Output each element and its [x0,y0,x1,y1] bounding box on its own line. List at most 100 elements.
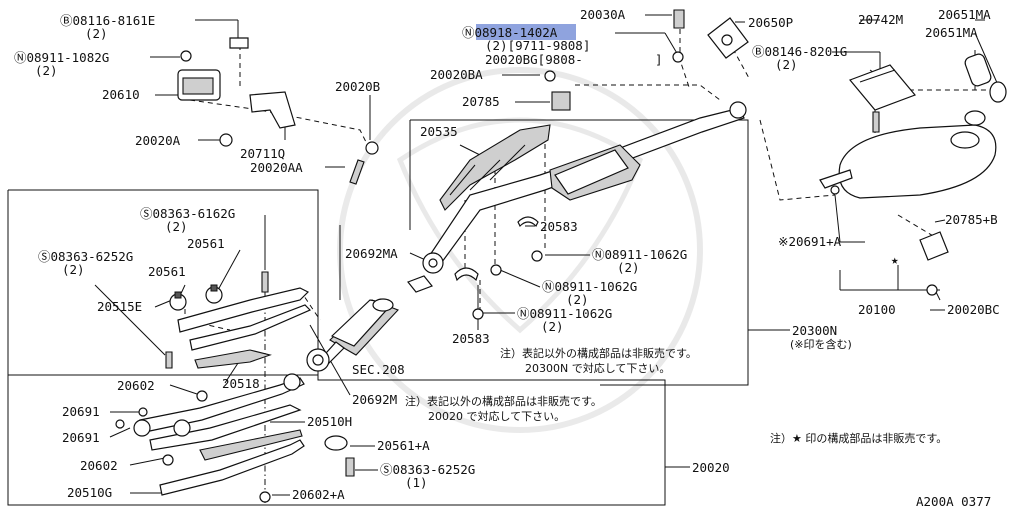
part-20020b-nut[interactable] [365,141,379,155]
label-n-08911-1082g-qty: (2) [35,63,58,78]
part-20692m-gasket[interactable] [306,348,330,372]
label-20602-b[interactable]: 20602 [80,458,118,473]
label-20785[interactable]: 20785 [462,94,500,109]
part-20020aa-stud[interactable] [349,159,365,185]
label-20742m[interactable]: 20742M [858,12,903,27]
part-20602-nut-a[interactable] [196,390,208,402]
part-20561-plus-a-sensor[interactable] [324,435,348,451]
label-20030a[interactable]: 20030A [580,7,626,22]
label-n-08911-1062g-a-qty: (2) [617,260,640,275]
diagram-code: A200A 0377 [916,494,991,509]
part-20692ma-gasket[interactable] [407,252,444,293]
part-20691-gasket-a[interactable] [138,407,148,417]
part-20515e-front-pipe[interactable] [177,287,312,369]
label-b-08116-8161e[interactable]: Ⓑ08116-8161E [60,13,155,28]
part-center-pipe-20300n[interactable] [429,101,747,263]
part-20691-gasket-b[interactable] [115,419,125,429]
part-20583-clamp-a[interactable] [517,216,539,228]
part-20030a-bolt[interactable] [673,9,685,29]
label-20561-b[interactable]: 20561 [187,236,225,251]
label-20510h[interactable]: 20510H [307,414,352,429]
part-20711q-bracket[interactable] [219,37,296,147]
label-20602-plus-a[interactable]: 20602+A [292,487,345,502]
label-20020ba[interactable]: 20020BA [430,67,483,82]
label-20510g[interactable]: 20510G [67,485,112,500]
label-20610[interactable]: 20610 [102,87,140,102]
part-20650p-hanger[interactable] [707,17,749,59]
label-20691-a[interactable]: 20691 [62,404,100,419]
part-20602-plus-a-nut[interactable] [259,491,271,503]
label-s-08363-6252g[interactable]: Ⓢ08363-6252G [38,249,133,264]
parts [115,9,1007,503]
label-20602-a[interactable]: 20602 [117,378,155,393]
label-n-08918-1402a[interactable]: Ⓝ08918-1402A [462,25,558,40]
label-20692ma[interactable]: 20692MA [345,246,398,261]
note-20300n-line1: 注）表記以外の構成部品は非販売です。 [500,346,697,360]
label-20518[interactable]: 20518 [222,376,260,391]
label-20583-b[interactable]: 20583 [452,331,490,346]
note-20020-line2: 20020 で対応して下さい。 [428,409,565,423]
part-20510g-lower-pipe[interactable] [159,429,305,496]
label-sec208[interactable]: SEC.208 [352,362,405,377]
part-20020bc-nut[interactable] [926,284,938,296]
part-20561-o2-sensor-b[interactable] [205,284,223,304]
part-20583-clamp-b[interactable] [454,267,479,282]
part-08918-1402a-nut[interactable] [672,51,684,63]
group-boxes [7,119,749,506]
part-20100-main-muffler[interactable] [819,110,997,199]
part-20602-nut-b[interactable] [162,454,174,466]
part-20691-plus-a-gasket[interactable] [830,185,840,195]
label-b-08146-qty: (2) [775,57,798,72]
part-nuts-08911-1062g[interactable] [472,250,543,320]
label-s-08363-6162g[interactable]: Ⓢ08363-6162G [140,206,235,221]
part-20610-hanger[interactable] [177,50,221,101]
part-08363-6252g-stud-b[interactable] [345,457,355,477]
part-studs-08363[interactable] [165,271,269,369]
part-catalyst-sec208[interactable] [317,298,399,367]
box-20300n [410,119,749,386]
label-20691-b[interactable]: 20691 [62,430,100,445]
label-20020aa[interactable]: 20020AA [250,160,303,175]
label-n-08911-1062g-c[interactable]: Ⓝ08911-1062G [517,306,612,321]
label-n-08911-1062g-c-qty: (2) [541,319,564,334]
part-20785-bracket[interactable] [551,91,571,111]
part-08146-8201g-bolt[interactable] [872,111,880,133]
label-20650p[interactable]: 20650P [748,15,793,30]
part-20742m-bracket[interactable] [848,64,917,111]
label-20561-plus-a[interactable]: 20561+A [377,438,430,453]
label-n-08911-1082g[interactable]: Ⓝ08911-1082G [14,50,109,65]
label-20020bc[interactable]: 20020BC [947,302,1000,317]
label-20561-a[interactable]: 20561 [148,264,186,279]
label-20691-plus-a[interactable]: ※20691+A [778,234,842,249]
part-20651ma-hanger-a[interactable] [963,52,992,87]
label-20651ma-a[interactable]: 20651MA [938,7,991,22]
part-20785-plus-b-bracket[interactable] [919,231,949,261]
label-20785-plus-b[interactable]: 20785+B [945,212,998,227]
label-20020[interactable]: 20020 [692,460,730,475]
label-n-08911-1062g-a[interactable]: Ⓝ08911-1062G [592,247,687,262]
label-20535[interactable]: 20535 [420,124,458,139]
label-s-08363-6252g-b[interactable]: Ⓢ08363-6252G [380,462,475,477]
label-20692m[interactable]: 20692M [352,392,397,407]
selected-part-highlight [476,24,576,40]
part-labels: Ⓑ08116-8161E (2) Ⓝ08911-1082G (2) 20610 … [14,7,1000,509]
label-20300n[interactable]: 20300N [792,323,837,338]
label-20100[interactable]: 20100 [858,302,896,317]
part-20561-o2-sensor-a[interactable] [169,291,187,311]
part-20535-heat-shield[interactable] [439,124,551,211]
part-20651ma-hanger-b[interactable] [989,81,1007,103]
label-20300n-sub: (※印を含む) [790,337,852,351]
label-20020b[interactable]: 20020B [335,79,380,94]
label-n-08911-1062g-b[interactable]: Ⓝ08911-1062G [542,279,637,294]
label-20020bg[interactable]: 20020BG[9808- [485,52,583,67]
label-20651ma-b[interactable]: 20651MA [925,25,978,40]
note-20020-line1: 注）表記以外の構成部品は非販売です。 [405,394,602,408]
label-20515e[interactable]: 20515E [97,299,142,314]
part-20510h-y-pipe[interactable] [133,373,305,451]
part-20020ba-nut[interactable] [544,70,556,82]
label-20020a[interactable]: 20020A [135,133,181,148]
label-20711q[interactable]: 20711Q [240,146,285,161]
label-20583-a[interactable]: 20583 [540,219,578,234]
label-b-08146-8201g[interactable]: Ⓑ08146-8201G [752,44,847,59]
